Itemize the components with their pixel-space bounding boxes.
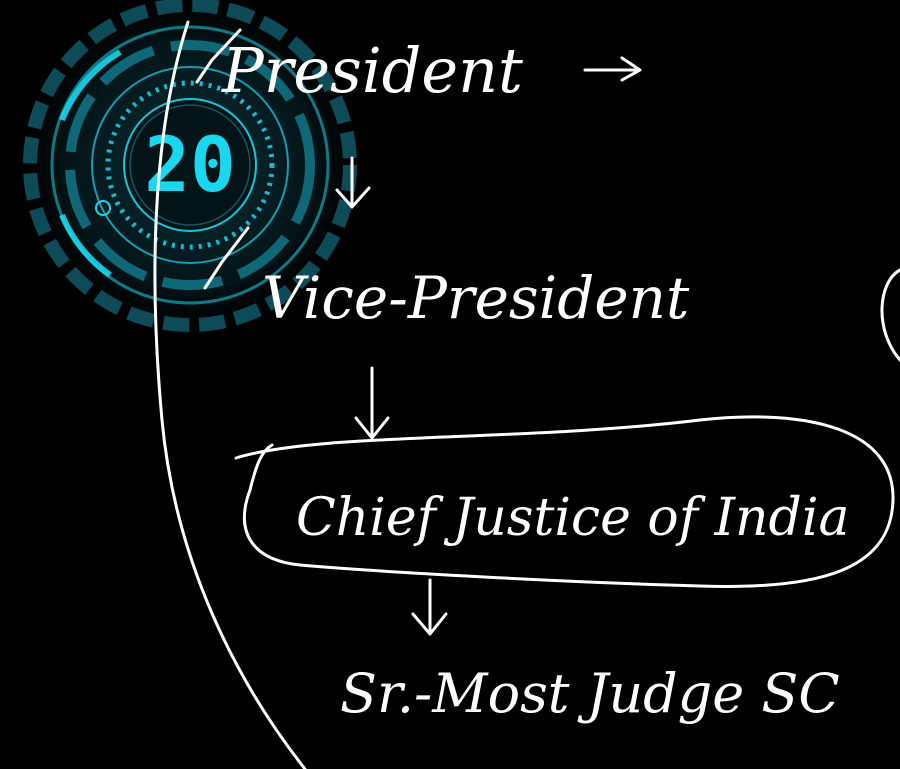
arrow-tail-president bbox=[583, 56, 642, 82]
node-chief-justice: Chief Justice of India bbox=[296, 488, 849, 548]
vertical-divider-stroke bbox=[153, 20, 307, 769]
highlight-loop bbox=[234, 415, 895, 588]
edge-oval-fragment bbox=[880, 268, 900, 362]
arrow-president-to-vp bbox=[335, 156, 371, 209]
check-mark-vice-president bbox=[203, 226, 250, 290]
arrow-cji-to-judge bbox=[411, 578, 448, 636]
node-senior-most-judge: Sr.-Most Judge SC bbox=[340, 662, 840, 725]
arrow-vp-to-cji bbox=[354, 366, 390, 440]
node-vice-president: Vice-President bbox=[262, 264, 690, 332]
node-president: President bbox=[221, 34, 523, 107]
check-mark-president bbox=[195, 28, 242, 84]
countdown-timer-icon: 20 bbox=[12, 0, 368, 343]
